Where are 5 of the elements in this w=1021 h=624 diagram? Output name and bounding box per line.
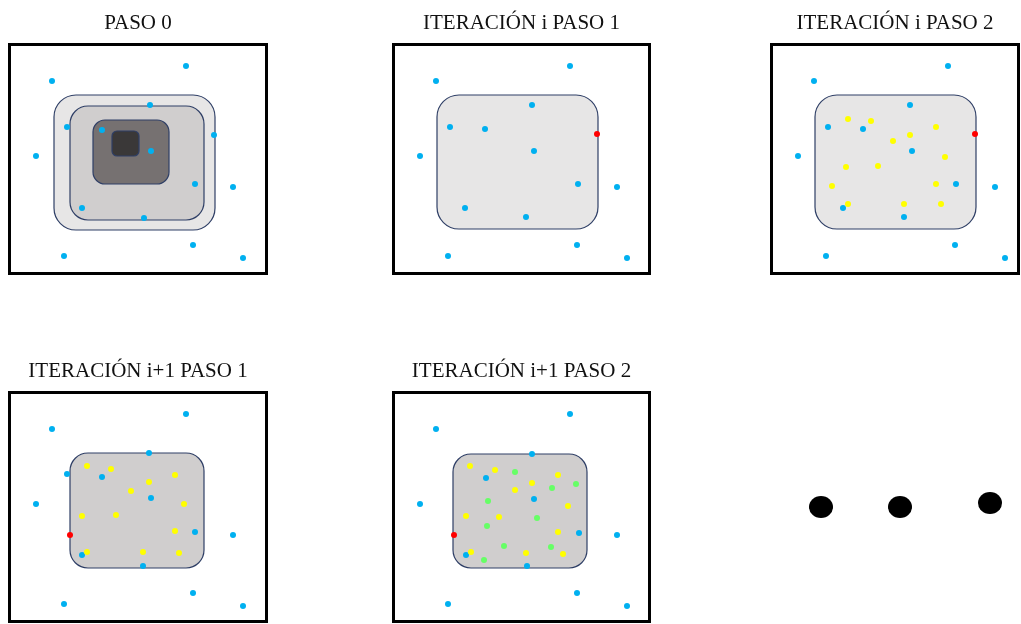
panel-heading: PASO 0: [103, 10, 173, 35]
panel-heading: ITERACIÓN i PASO 1: [422, 10, 621, 35]
panel-heading: ITERACIÓN i+1 PASO 1: [27, 358, 249, 383]
panel-heading: ITERACIÓN i PASO 2: [795, 10, 995, 35]
panel-heading: ITERACIÓN i+1 PASO 2: [410, 358, 633, 383]
